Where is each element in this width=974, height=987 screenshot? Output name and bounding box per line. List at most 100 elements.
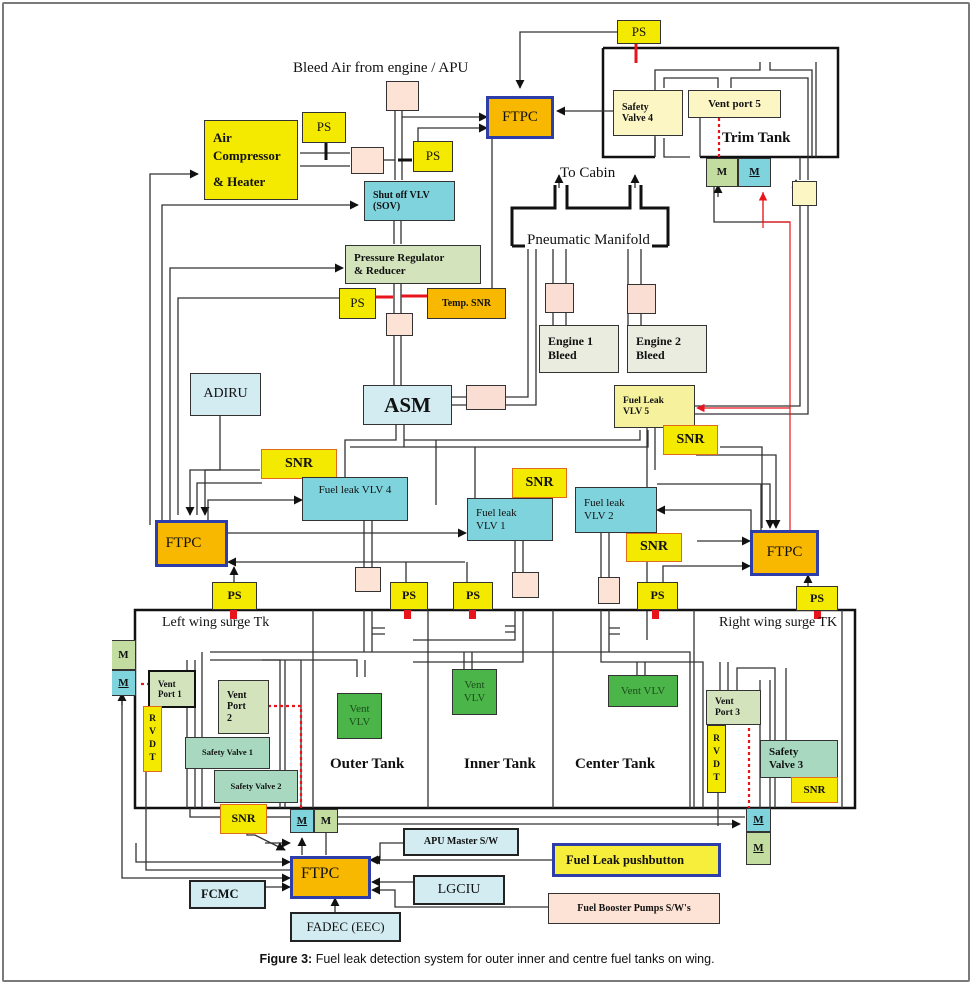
engine2-check-valve — [627, 284, 656, 314]
engine-1-bleed-line1: Engine 1 — [548, 334, 594, 349]
left-motor-2: M — [112, 670, 136, 696]
shut-off-valve-line2: (SOV) — [373, 201, 401, 212]
vent-port-1-line1: Vent — [158, 678, 176, 689]
shut-off-valve-line1: Shut off VLV — [373, 189, 430, 201]
vent-port-1-line2: Port 1 — [158, 689, 182, 699]
adiru: ADIRU — [190, 373, 261, 416]
engine-2-bleed: Engine 2 Bleed — [627, 325, 707, 373]
fuel-leak-valve-5-line2: VLV 5 — [623, 406, 650, 417]
shut-off-valve: Shut off VLV (SOV) — [364, 181, 455, 221]
vent-valve-center: Vent VLV — [608, 675, 678, 707]
vent-port-2: Vent Port 2 — [218, 680, 269, 734]
snr-valve-4: SNR — [261, 449, 337, 479]
caption-prefix: Figure 3: — [259, 952, 313, 966]
center-tank-label: Center Tank — [575, 756, 656, 772]
asm: ASM — [363, 385, 452, 425]
vent-port-1: Vent Port 1 — [148, 670, 196, 708]
vent-valve-inner: Vent VLV — [452, 669, 497, 715]
rvdt-left-d: D — [149, 740, 156, 750]
center-check-valve — [598, 577, 620, 604]
safety-valve-4: Safety Valve 4 — [613, 90, 683, 136]
ps-connector-inner — [469, 609, 476, 619]
regulator-check-valve — [386, 313, 413, 336]
snr-valve-5: SNR — [663, 425, 718, 455]
safety-valve-2: Safety Valve 2 — [214, 770, 298, 803]
rvdt-left-t: T — [149, 752, 156, 763]
caption-text: Fuel leak detection system for outer inn… — [312, 952, 715, 966]
engine-1-bleed: Engine 1 Bleed — [539, 325, 619, 373]
to-cabin-label: To Cabin — [560, 165, 616, 181]
trim-motor-1: M — [706, 158, 738, 187]
vent-port-3-line2: Port 3 — [715, 707, 741, 718]
bleed-inlet-valve — [386, 81, 419, 111]
ps-sensor-center: PS — [637, 582, 678, 610]
air-compressor-heater: Air Compressor & Heater — [204, 120, 298, 200]
right-motor-1: M — [746, 808, 771, 832]
safety-valve-1: Safety Valve 1 — [185, 737, 270, 769]
right-motor-2: M — [746, 832, 771, 865]
air-compressor-line3: & Heater — [213, 174, 266, 190]
left-wing-surge-label: Left wing surge Tk — [162, 615, 270, 630]
ftpc-bottom[interactable]: FTPC — [290, 856, 371, 899]
pressure-regulator-reducer: Pressure Regulator & Reducer — [345, 245, 481, 284]
right-wing-surge-label: Right wing surge TK — [719, 615, 838, 630]
fuel-leak-valve-2: Fuel leak VLV 2 — [575, 487, 657, 533]
trim-inlet-valve — [792, 181, 817, 206]
fadec-eec: FADEC (EEC) — [290, 912, 401, 942]
rvdt-right-d: D — [713, 760, 720, 770]
safety-valve-3-line2: Valve 3 — [769, 759, 804, 771]
fuel-leak-valve-1-line1: Fuel leak — [476, 506, 517, 519]
ftpc-bottom-label: FTPC — [301, 865, 340, 882]
vent-valve-outer-line1: Vent — [349, 703, 370, 716]
outer-motor-2: M — [314, 809, 338, 833]
fuel-leak-valve-5: Fuel Leak VLV 5 — [614, 385, 695, 428]
ftpc-right[interactable]: FTPC — [750, 530, 819, 576]
outer-check-valve — [355, 567, 381, 592]
vent-valve-outer-line2: VLV — [348, 716, 371, 728]
apu-master-switch[interactable]: APU Master S/W — [403, 828, 519, 856]
vent-port-3-line1: Vent — [715, 696, 734, 707]
asm-outlet-valve — [466, 385, 506, 410]
rvdt-right-v: V — [713, 747, 720, 758]
rvdt-right: R V D T — [707, 725, 726, 793]
fcmc: FCMC — [189, 880, 266, 909]
snr-valve-2: SNR — [626, 533, 682, 562]
rvdt-left-v: V — [149, 727, 156, 738]
trim-tank-outline — [603, 46, 840, 159]
safety-valve-4-line2: Valve 4 — [622, 113, 654, 124]
vent-valve-inner-line2: VLV — [463, 692, 486, 704]
ps-sensor-inner: PS — [453, 582, 493, 610]
ftpc-left[interactable]: FTPC — [155, 520, 228, 567]
ps-connector-left-surge — [230, 609, 237, 619]
engine-1-bleed-line2: Bleed — [548, 348, 577, 362]
rvdt-left-r: R — [149, 714, 156, 725]
snr-safety-valve-3: SNR — [791, 777, 838, 803]
snr-valve-1: SNR — [512, 468, 567, 498]
vent-port-2-line1: Vent — [227, 689, 247, 701]
fuel-leak-pushbutton[interactable]: Fuel Leak pushbutton — [552, 843, 721, 877]
ps-sensor-trim: PS — [617, 20, 661, 44]
fuel-booster-pumps-switches[interactable]: Fuel Booster Pumps S/W's — [548, 893, 720, 924]
fuel-leak-valve-5-line1: Fuel Leak — [623, 395, 664, 406]
ps-sensor-outer: PS — [390, 582, 428, 610]
fuel-leak-valve-1-line2: VLV 1 — [476, 519, 506, 532]
air-compressor-line2: Compressor — [213, 147, 281, 163]
vent-port-2-line2: Port — [227, 701, 246, 713]
ps-sensor-right-surge: PS — [796, 586, 838, 611]
fuel-leak-valve-2-line2: VLV 2 — [584, 510, 614, 522]
fuel-leak-valve-4: Fuel leak VLV 4 — [302, 477, 408, 521]
figure-caption: Figure 3: Fuel leak detection system for… — [0, 952, 974, 966]
air-compressor-line1: Air — [213, 129, 232, 145]
ftpc-right-label: FTPC — [766, 544, 803, 561]
vent-port-5: Vent port 5 — [688, 90, 781, 118]
ps-sensor-left-surge: PS — [212, 582, 257, 610]
inner-tank-label: Inner Tank — [464, 756, 536, 772]
vent-port-3: Vent Port 3 — [706, 690, 761, 725]
vent-port-2-line3: 2 — [227, 712, 232, 724]
ps-connector-center — [652, 609, 659, 619]
outer-tank-label: Outer Tank — [330, 756, 405, 772]
temp-sensor: Temp. SNR — [427, 288, 506, 319]
pneumatic-manifold-label: Pneumatic Manifold — [525, 232, 652, 249]
ftpc-top[interactable]: FTPC — [486, 96, 554, 139]
